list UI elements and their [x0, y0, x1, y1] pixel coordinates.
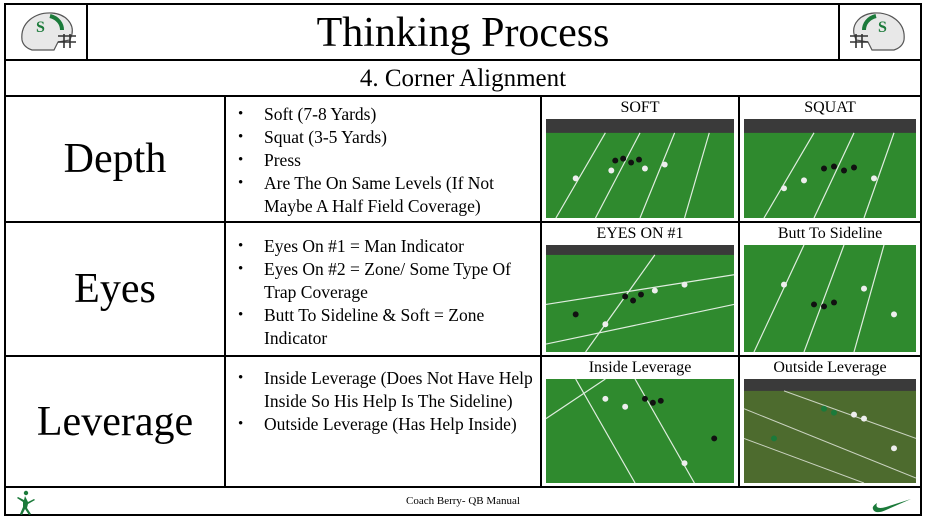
image-cell: Inside Leverage	[542, 357, 740, 486]
bullet-list: Eyes On #1 = Man Indicator Eyes On #2 = …	[236, 229, 534, 350]
image-caption: Outside Leverage	[773, 359, 887, 376]
bullet-item: Soft (7-8 Yards)	[236, 103, 534, 126]
bullet-item: Are The On Same Levels (If Not Maybe A H…	[236, 172, 534, 218]
field-photo	[744, 119, 916, 218]
image-caption: EYES ON #1	[596, 225, 684, 242]
bullet-cell: Soft (7-8 Yards) Squat (3-5 Yards) Press…	[226, 97, 542, 221]
field-photo	[546, 245, 734, 352]
image-caption: SOFT	[620, 99, 660, 116]
table-row-leverage: Leverage Inside Leverage (Does Not Have …	[6, 357, 920, 488]
section-subtitle: 4. Corner Alignment	[6, 61, 920, 97]
svg-text:S: S	[36, 19, 45, 36]
image-caption: Butt To Sideline	[777, 225, 883, 242]
row-label: Depth	[6, 97, 226, 221]
row-label: Leverage	[6, 357, 226, 486]
bullet-item: Butt To Sideline & Soft = Zone Indicator	[236, 304, 534, 350]
field-photo	[546, 379, 734, 483]
helmet-right: S	[838, 5, 920, 59]
bullet-item: Inside Leverage (Does Not Have Help Insi…	[236, 367, 534, 413]
image-caption: SQUAT	[804, 99, 856, 116]
footer: Coach Berry- QB Manual	[6, 490, 920, 518]
bullet-list: Soft (7-8 Yards) Squat (3-5 Yards) Press…	[236, 103, 534, 218]
slide-frame: S Thinking Process S 4. Corner Alignment…	[4, 3, 922, 516]
field-photo	[744, 245, 916, 352]
footer-credit: Coach Berry- QB Manual	[406, 495, 520, 507]
image-caption: Inside Leverage	[588, 359, 692, 376]
title-row: S Thinking Process S	[6, 5, 920, 61]
table-row-eyes: Eyes Eyes On #1 = Man Indicator Eyes On …	[6, 223, 920, 357]
bullet-item: Squat (3-5 Yards)	[236, 126, 534, 149]
bullet-list: Inside Leverage (Does Not Have Help Insi…	[236, 363, 534, 436]
image-cell: SOFT	[542, 97, 740, 221]
helmet-icon: S	[850, 12, 905, 51]
svg-text:S: S	[878, 19, 887, 36]
bullet-item: Eyes On #2 = Zone/ Some Type Of Trap Cov…	[236, 258, 534, 304]
image-cell: SQUAT	[740, 97, 920, 221]
image-cell: Outside Leverage	[740, 357, 920, 486]
bullet-item: Outside Leverage (Has Help Inside)	[236, 413, 534, 436]
page-title: Thinking Process	[316, 10, 610, 56]
field-photo	[546, 119, 734, 218]
image-cell: EYES ON #1	[542, 223, 740, 355]
field-photo	[744, 379, 916, 483]
row-label: Eyes	[6, 223, 226, 355]
image-cell: Butt To Sideline	[740, 223, 920, 355]
table-row-depth: Depth Soft (7-8 Yards) Squat (3-5 Yards)…	[6, 97, 920, 223]
helmet-icon: S	[21, 12, 76, 51]
jumpman-icon	[17, 490, 35, 515]
helmet-left: S	[6, 5, 88, 59]
bullet-cell: Eyes On #1 = Man Indicator Eyes On #2 = …	[226, 223, 542, 355]
bullet-item: Press	[236, 149, 534, 172]
bullet-cell: Inside Leverage (Does Not Have Help Insi…	[226, 357, 542, 486]
bullet-item: Eyes On #1 = Man Indicator	[236, 235, 534, 258]
swoosh-icon	[872, 499, 911, 513]
